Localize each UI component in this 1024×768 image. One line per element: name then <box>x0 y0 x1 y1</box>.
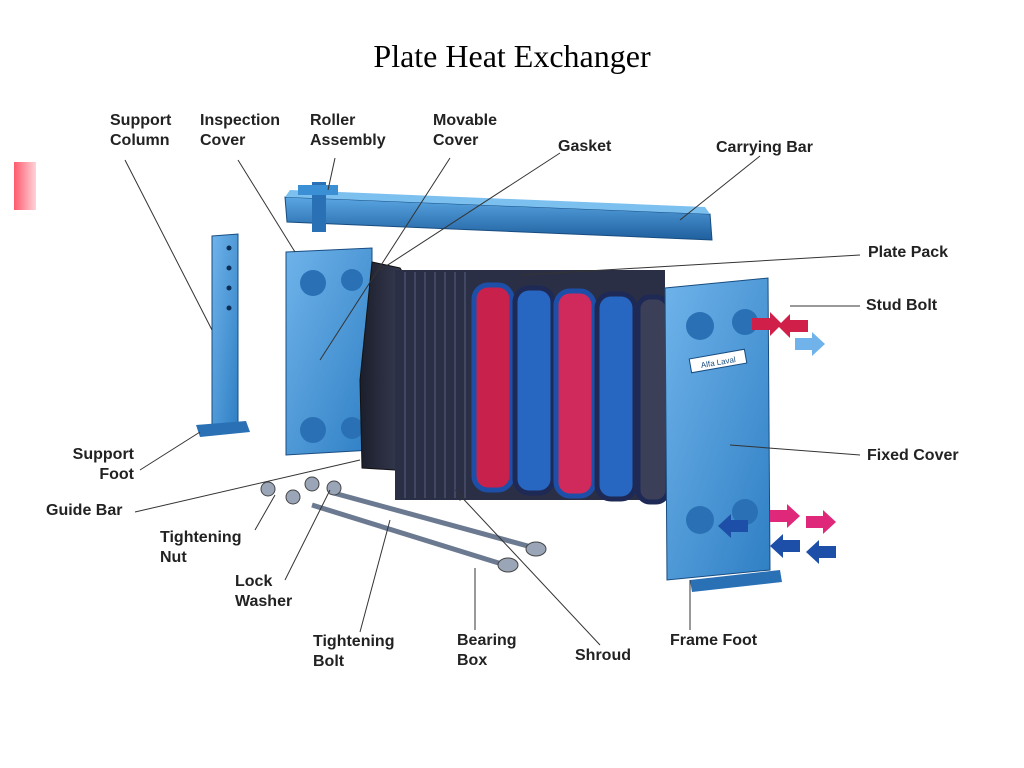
slide-accent-bar <box>14 162 36 210</box>
label-bearing-box: Bearing Box <box>457 632 517 669</box>
label-lock-washer: Lock Washer <box>235 573 293 610</box>
plate-pack-shape <box>395 270 671 505</box>
label-tightening-nut: Tightening Nut <box>160 529 242 566</box>
slide-title: Plate Heat Exchanger <box>373 38 651 74</box>
label-movable-cover: Movable Cover <box>433 112 498 149</box>
leader-lines <box>124 152 861 646</box>
bolts-and-nuts <box>260 476 547 573</box>
fixed-cover-shape <box>664 277 782 592</box>
label-support-foot: Support Foot <box>72 446 134 483</box>
label-stud-bolt: Stud Bolt <box>866 297 938 314</box>
label-gasket: Gasket <box>558 138 612 155</box>
label-carrying-bar: Carrying Bar <box>716 139 813 156</box>
label-shroud: Shroud <box>575 647 631 664</box>
label-inspection-cover: Inspection Cover <box>200 112 281 149</box>
label-roller-assembly: Roller Assembly <box>310 112 386 149</box>
support-column-shape <box>196 233 250 437</box>
label-fixed-cover: Fixed Cover <box>867 447 959 464</box>
carrying-bar-shape <box>284 182 713 241</box>
flow-arrows <box>718 312 836 564</box>
label-guide-bar: Guide Bar <box>46 502 123 519</box>
plate-badge-text: Alfa Laval <box>700 355 736 370</box>
label-plate-pack: Plate Pack <box>868 244 949 261</box>
label-tightening-bolt: Tightening Bolt <box>313 633 395 670</box>
label-support-column: Support Column <box>110 112 172 149</box>
label-frame-foot: Frame Foot <box>670 632 758 649</box>
